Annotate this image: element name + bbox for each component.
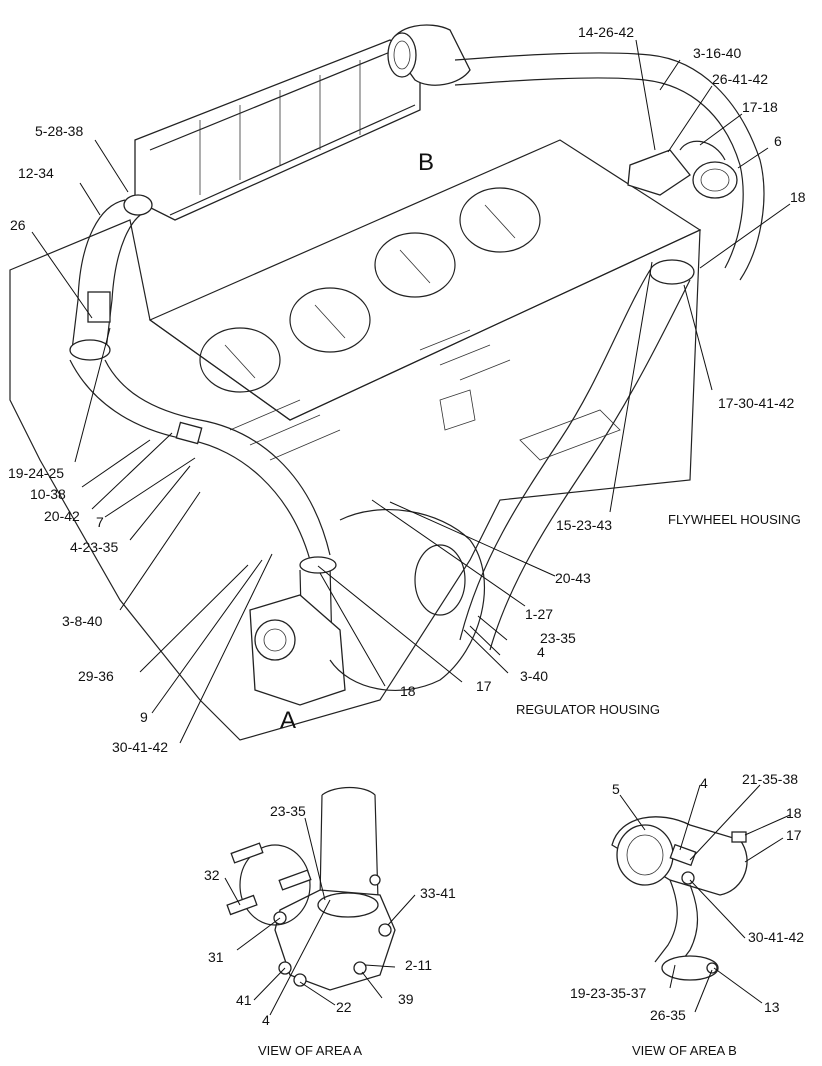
callout-label: 30-41-42 bbox=[112, 739, 168, 755]
callout-label: 3-16-40 bbox=[693, 45, 741, 61]
callout-label: 3-8-40 bbox=[62, 613, 103, 629]
callout-label: 7 bbox=[96, 514, 104, 530]
callout-label: 18 bbox=[790, 189, 806, 205]
callout-label: 9 bbox=[140, 709, 148, 725]
view-area-a-drawing bbox=[226, 786, 396, 991]
callout-label: 26-41-42 bbox=[712, 71, 768, 87]
callout-label: 14-26-42 bbox=[578, 24, 634, 40]
callout-label: 1-27 bbox=[525, 606, 553, 622]
engine-block-drawing bbox=[9, 24, 765, 741]
leader-lines bbox=[31, 39, 791, 1016]
callout-label: 5 bbox=[612, 781, 620, 797]
callout-label: 4 bbox=[537, 644, 545, 660]
callout-label: 10-38 bbox=[30, 486, 66, 502]
callout-label: 17-18 bbox=[742, 99, 778, 115]
callout-label: 39 bbox=[398, 991, 414, 1007]
callout-label: 30-41-42 bbox=[748, 929, 804, 945]
callout-label: 13 bbox=[764, 999, 780, 1015]
callout-label: 15-23-43 bbox=[556, 517, 612, 533]
callout-label: 22 bbox=[336, 999, 352, 1015]
callout-label: 33-41 bbox=[420, 885, 456, 901]
callout-label: 19-24-25 bbox=[8, 465, 64, 481]
callout-label: 4 bbox=[262, 1012, 270, 1028]
callouts-main: 14-26-42 3-16-40 26-41-42 17-18 6 18 5-2… bbox=[8, 24, 806, 755]
callout-label: 17-30-41-42 bbox=[718, 395, 794, 411]
view-area-b-drawing bbox=[611, 816, 748, 981]
callouts-area-a: 23-35 33-41 32 31 2-11 41 22 39 4 bbox=[204, 803, 456, 1028]
callout-label: 5-28-38 bbox=[35, 123, 83, 139]
callout-label: 17 bbox=[786, 827, 802, 843]
callouts-area-b: 5 4 21-35-38 18 17 30-41-42 19-23-35-37 … bbox=[570, 771, 804, 1023]
view-title-area-b: VIEW OF AREA B bbox=[632, 1043, 737, 1058]
callout-label: 20-42 bbox=[44, 508, 80, 524]
callout-label: 17 bbox=[476, 678, 492, 694]
area-label-a: A bbox=[280, 707, 296, 734]
callout-label: 19-23-35-37 bbox=[570, 985, 646, 1001]
callout-label: 23-35 bbox=[270, 803, 306, 819]
callout-label: 6 bbox=[774, 133, 782, 149]
view-title-area-a: VIEW OF AREA A bbox=[258, 1043, 362, 1058]
callout-label: 26 bbox=[10, 217, 26, 233]
callout-label: 18 bbox=[400, 683, 416, 699]
callout-label: 3-40 bbox=[520, 668, 548, 684]
callout-label: 32 bbox=[204, 867, 220, 883]
callout-label: 2-11 bbox=[405, 957, 432, 973]
note-regulator-housing: REGULATOR HOUSING bbox=[516, 702, 660, 717]
callout-label: 21-35-38 bbox=[742, 771, 798, 787]
callout-label: 26-35 bbox=[650, 1007, 686, 1023]
callout-label: 4-23-35 bbox=[70, 539, 118, 555]
callout-label: 18 bbox=[786, 805, 802, 821]
note-flywheel-housing: FLYWHEEL HOUSING bbox=[668, 512, 801, 527]
callout-label: 41 bbox=[236, 992, 252, 1008]
callout-label: 29-36 bbox=[78, 668, 114, 684]
area-label-b: B bbox=[418, 149, 434, 176]
callout-label: 12-34 bbox=[18, 165, 54, 181]
callout-label: 4 bbox=[700, 775, 708, 791]
callout-label: 20-43 bbox=[555, 570, 591, 586]
callout-label: 31 bbox=[208, 949, 224, 965]
callout-label: 23-35 bbox=[540, 630, 576, 646]
